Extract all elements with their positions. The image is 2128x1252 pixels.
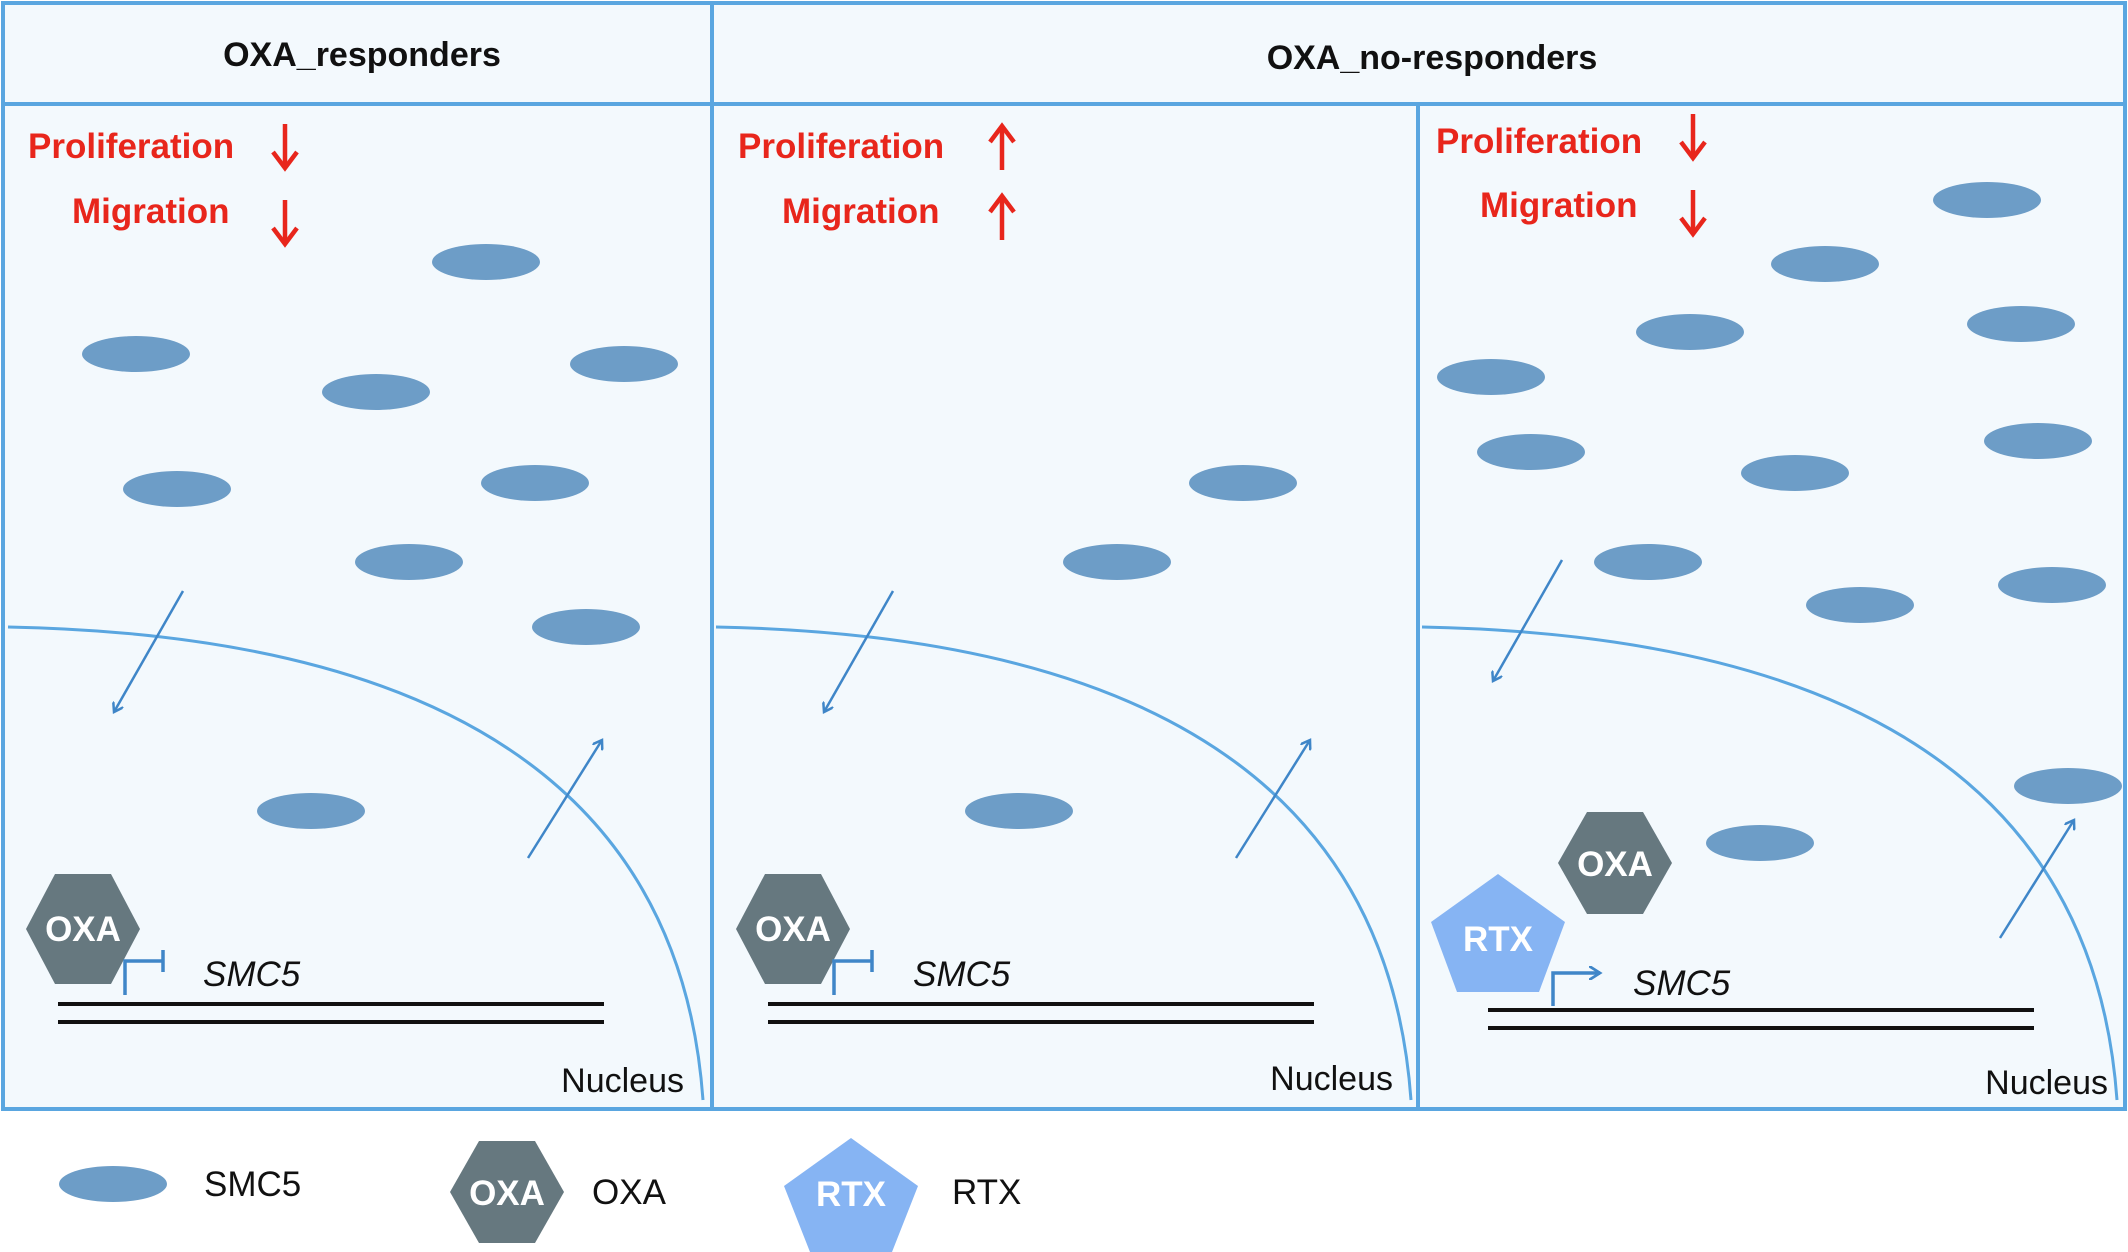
smc5-protein	[1706, 825, 1814, 861]
smc5-protein	[2014, 768, 2122, 804]
smc5-protein	[1189, 465, 1297, 501]
gene-label: SMC5	[1633, 964, 1731, 1003]
promoter-activate-icon	[1551, 973, 1600, 1006]
smc5-protein	[1594, 544, 1702, 580]
nucleus-label: Nucleus	[1985, 1064, 2108, 1102]
smc5-protein	[965, 793, 1073, 829]
legend: SMC5 OXA OXA RTX RTX	[59, 1138, 1021, 1252]
legend-rtx-label: RTX	[952, 1173, 1021, 1212]
smc5-protein	[1636, 314, 1744, 350]
proliferation-label: Proliferation	[738, 127, 944, 166]
proliferation-label: Proliferation	[1436, 122, 1642, 161]
oxa-drug: OXA	[736, 874, 850, 984]
oxa-label: OXA	[45, 910, 121, 949]
smc5-protein	[1437, 359, 1545, 395]
migration-label: Migration	[1480, 186, 1637, 225]
nuclear-membrane	[715, 625, 1413, 1101]
arrow-down-icon	[1679, 114, 1707, 162]
figure-frame	[1, 1, 2127, 1111]
legend-smc5-swatch	[59, 1166, 167, 1202]
smc5-protein	[123, 471, 231, 507]
nuclear-membrane	[1421, 625, 2119, 1101]
import-arrow	[824, 590, 895, 712]
migration-label: Migration	[72, 192, 229, 231]
export-arrow	[1234, 740, 1310, 859]
smc5-protein	[532, 609, 640, 645]
oxa-label: OXA	[755, 910, 831, 949]
arrow-up-icon	[988, 122, 1016, 170]
smc5-protein	[1741, 455, 1849, 491]
legend-oxa-label: OXA	[592, 1173, 667, 1212]
legend-rtx-swatch-label: RTX	[816, 1175, 887, 1214]
gene-label: SMC5	[913, 955, 1011, 994]
smc5-protein	[1933, 182, 2041, 218]
smc5-protein	[1967, 306, 2075, 342]
rtx-label: RTX	[1463, 920, 1534, 959]
nucleus-label: Nucleus	[561, 1062, 684, 1100]
smc5-protein	[1998, 567, 2106, 603]
nuclear-membrane	[7, 625, 705, 1101]
gene-label: SMC5	[203, 955, 301, 994]
smc5-protein	[432, 244, 540, 280]
smc5-protein	[1063, 544, 1171, 580]
import-arrow	[114, 590, 185, 712]
smc5-protein	[1806, 587, 1914, 623]
header-responders: OXA_responders	[223, 36, 501, 74]
panel-responders: Proliferation Migration OXA SMC5 Nucleu	[7, 124, 705, 1101]
oxa-drug: OXA	[26, 874, 140, 984]
smc5-protein	[1477, 434, 1585, 470]
header-no-responders: OXA_no-responders	[1267, 39, 1598, 77]
smc5-protein	[481, 465, 589, 501]
oxa-label: OXA	[1577, 845, 1653, 884]
arrow-up-icon	[988, 192, 1016, 240]
smc5-protein	[257, 793, 365, 829]
legend-oxa-swatch: OXA	[450, 1141, 564, 1243]
smc5-protein	[355, 544, 463, 580]
legend-smc5-label: SMC5	[204, 1165, 301, 1204]
legend-rtx-swatch: RTX	[784, 1138, 918, 1252]
smc5-protein	[570, 346, 678, 382]
import-arrow	[1493, 559, 1564, 681]
promoter-inhibit-icon	[123, 950, 165, 995]
nucleus-label: Nucleus	[1270, 1060, 1393, 1098]
arrow-down-icon	[271, 200, 299, 248]
promoter-inhibit-icon	[832, 950, 874, 995]
export-arrow	[526, 740, 602, 859]
export-arrow	[1998, 820, 2074, 939]
migration-label: Migration	[782, 192, 939, 231]
rtx-drug: RTX	[1431, 874, 1565, 992]
smc5-protein	[1984, 423, 2092, 459]
panel-no-responders-oxa: Proliferation Migration OXA SMC5 Nucleus	[715, 122, 1413, 1101]
smc5-protein	[322, 374, 430, 410]
panel-no-responders-oxa-rtx: Proliferation Migration OXA	[1421, 114, 2122, 1102]
oxa-drug: OXA	[1558, 812, 1672, 914]
smc5-protein	[1771, 246, 1879, 282]
smc5-protein	[82, 336, 190, 372]
arrow-down-icon	[1679, 190, 1707, 238]
legend-oxa-swatch-label: OXA	[469, 1174, 545, 1213]
arrow-down-icon	[271, 124, 299, 172]
proliferation-label: Proliferation	[28, 127, 234, 166]
